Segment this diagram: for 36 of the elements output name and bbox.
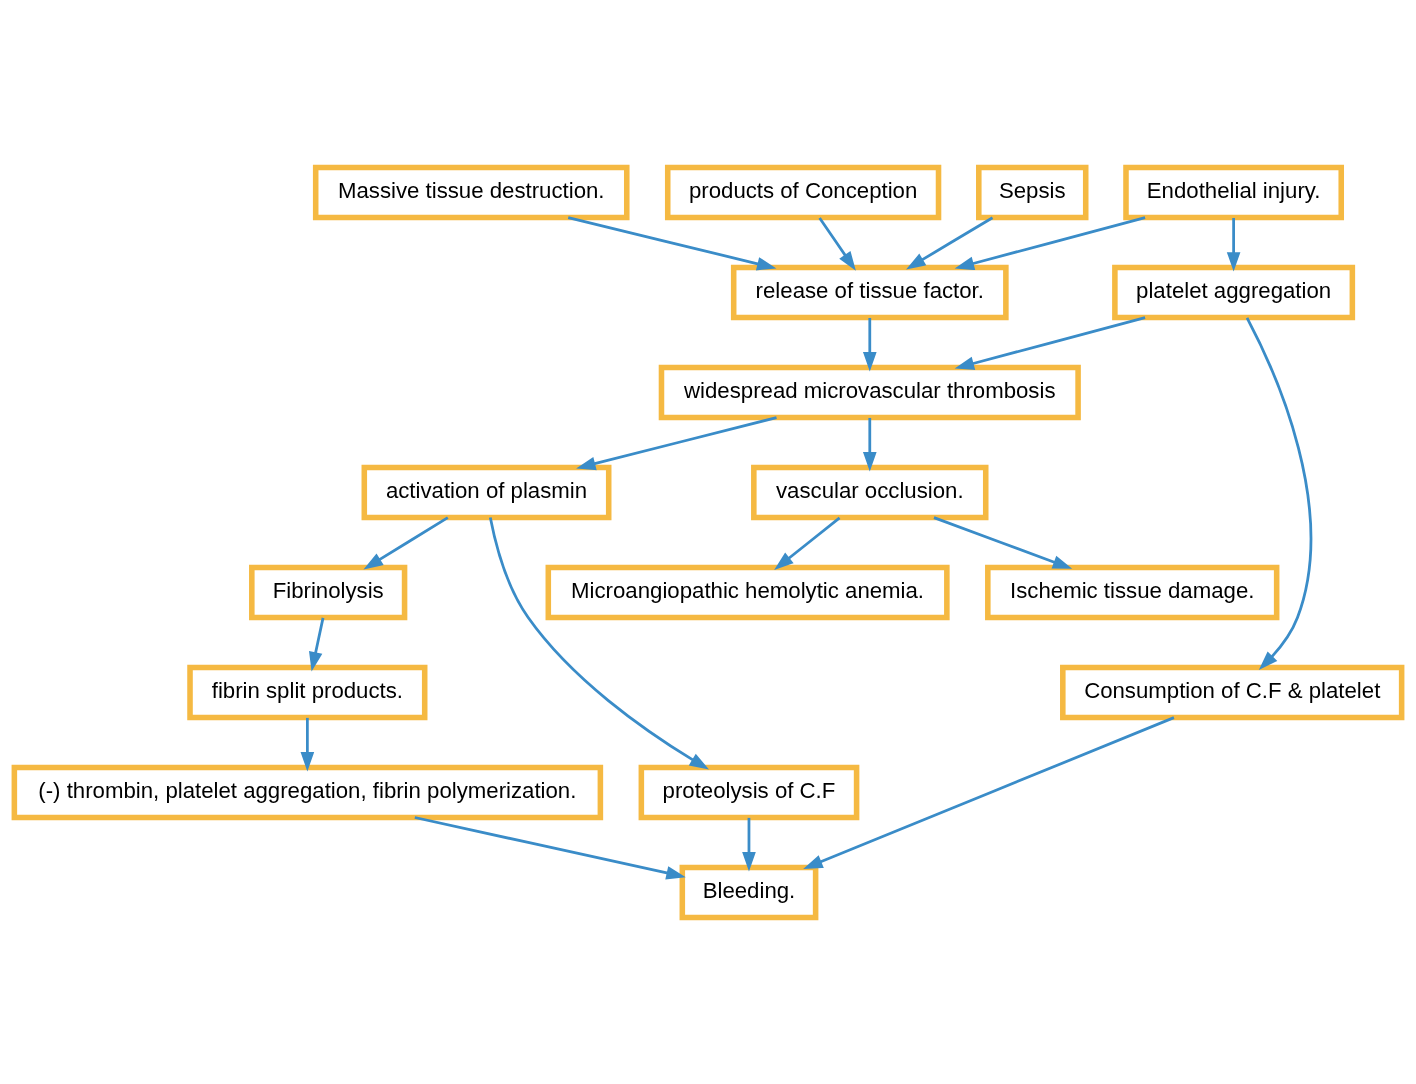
arrow [567, 215, 777, 270]
arrow [774, 516, 841, 570]
node-box: release of tissue factor. [730, 264, 1009, 320]
arrow [1226, 217, 1241, 272]
node-box: widespread microvascular thrombosis [658, 364, 1081, 420]
arrow [742, 817, 756, 871]
node-box: fibrin split products. [187, 664, 428, 720]
arrow [309, 617, 325, 671]
node-box: vascular occlusion. [751, 464, 989, 520]
arrow [1245, 316, 1313, 670]
node-box: Massive tissue destruction. [312, 164, 630, 220]
node-box: proteolysis of C.F [638, 764, 860, 820]
arrow [933, 515, 1073, 569]
node-box: Endothelial injury. [1123, 164, 1344, 220]
arrow [862, 317, 877, 372]
node-box: Bleeding. [679, 864, 819, 920]
node-box: Consumption of C.F & platelet [1060, 664, 1405, 720]
arrow [414, 815, 686, 880]
arrow [954, 215, 1146, 270]
arrow [488, 516, 709, 770]
node-box: (-) thrombin, platelet aggregation, fibrin polymerization. [11, 764, 604, 820]
node-box: Ischemic tissue damage. [985, 564, 1280, 620]
node-box: activation of plasmin [361, 464, 612, 520]
arrow [818, 216, 856, 271]
node-box: platelet aggregation [1112, 264, 1356, 320]
arrow [576, 415, 777, 470]
arrow [906, 216, 994, 269]
node-box: products of Conception [664, 164, 942, 220]
node-box: Sepsis [976, 164, 1089, 220]
node-box: Microangiopathic hemolytic anemia. [545, 564, 950, 620]
arrow [363, 516, 449, 569]
node-box: Fibrinolysis [249, 564, 408, 620]
arrow [803, 715, 1175, 869]
arrow [954, 315, 1146, 370]
arrow [300, 717, 315, 772]
arrow [862, 417, 877, 472]
